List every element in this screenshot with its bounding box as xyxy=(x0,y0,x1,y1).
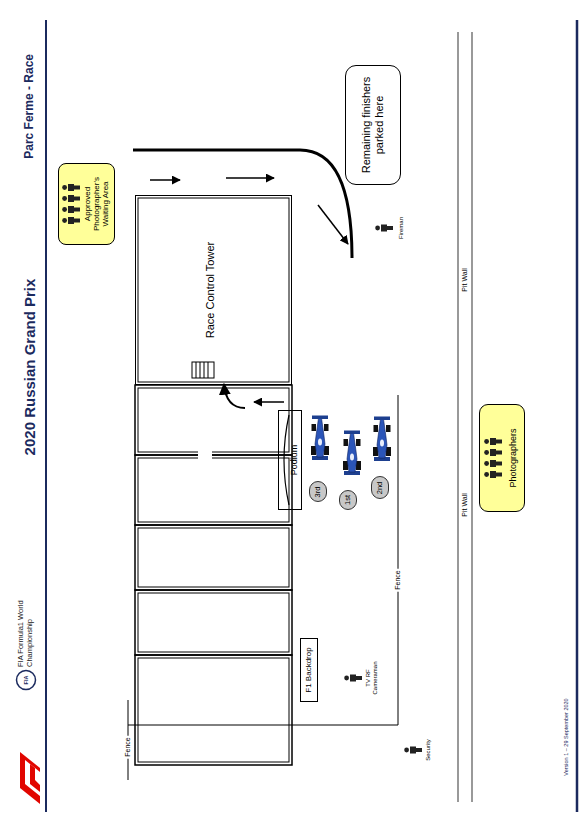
node-label: 1st xyxy=(344,495,353,505)
people-icons xyxy=(480,403,504,511)
node-label: Race Control Tower xyxy=(204,242,217,338)
person-icon xyxy=(62,206,80,213)
node-label: Podium xyxy=(289,445,299,476)
area-box: Remaining finishers parked here xyxy=(345,65,401,185)
header-rule xyxy=(45,20,47,812)
position-circle: 1st xyxy=(339,490,357,510)
race-car xyxy=(311,416,329,461)
header-text: FIA Formula1 World Championship xyxy=(17,589,34,667)
door-gap xyxy=(198,449,212,459)
person-icon xyxy=(484,449,502,456)
person-icon xyxy=(375,225,393,232)
direction-arrow xyxy=(150,179,180,181)
fence-label: Fence xyxy=(394,568,402,591)
direction-arrow xyxy=(224,384,245,408)
area-box: Approved Photographer's Waiting Area xyxy=(58,163,115,245)
pit-wall-label: Pit Wall xyxy=(461,266,469,293)
people-icons xyxy=(59,162,83,244)
node-label: F1 Backdrop xyxy=(304,647,313,692)
node-label: Approved Photographer's Waiting Area xyxy=(83,168,111,240)
person-icon xyxy=(62,195,80,202)
building xyxy=(135,198,292,765)
area-box: F1 Backdrop xyxy=(300,638,318,702)
pit-wall-line xyxy=(457,32,459,802)
page-title: 2020 Russian Grand Prix xyxy=(21,279,38,456)
staff-label: TV RF Cameraman xyxy=(365,656,379,700)
person-icon xyxy=(484,460,502,467)
pit-wall-label: Pit Wall xyxy=(461,491,469,518)
fence-line xyxy=(128,395,398,725)
stairs xyxy=(192,362,214,378)
person-icon xyxy=(404,747,422,754)
person-icon xyxy=(62,217,80,224)
person-icon xyxy=(484,471,502,478)
podium-step xyxy=(284,415,289,505)
race-car xyxy=(373,417,391,462)
node-label: Remaining finishers parked here xyxy=(360,70,385,180)
position-circle: 2nd xyxy=(371,477,389,500)
person-icon xyxy=(344,675,362,682)
node-label: Photographers xyxy=(508,428,518,487)
person-icon xyxy=(484,438,502,445)
page-subtitle: Parc Ferme - Race xyxy=(23,54,37,159)
node-label: 2nd xyxy=(376,482,385,495)
tower-box: Race Control Tower xyxy=(135,195,292,385)
walkway-line xyxy=(133,150,352,258)
direction-arrow xyxy=(318,205,348,244)
direction-arrow xyxy=(254,401,284,403)
f1-logo xyxy=(20,752,40,804)
staff-label: Fireman xyxy=(398,217,405,239)
version-note: Version 1 – 29 September 2020 xyxy=(563,698,569,775)
footer-rule xyxy=(576,20,579,812)
staff-label: Security xyxy=(425,739,432,761)
fia-logo xyxy=(17,671,36,690)
direction-arrow xyxy=(226,177,274,179)
pit-wall-line xyxy=(471,32,473,802)
logo-text: FIA xyxy=(23,676,29,685)
area-box: Podium xyxy=(278,410,302,510)
position-circle: 3rd xyxy=(309,482,327,503)
area-box: Photographers xyxy=(479,404,525,512)
fence-label: Fence xyxy=(124,735,132,758)
person-icon xyxy=(62,184,80,191)
race-car xyxy=(343,431,361,476)
node-label: 3rd xyxy=(314,487,323,498)
